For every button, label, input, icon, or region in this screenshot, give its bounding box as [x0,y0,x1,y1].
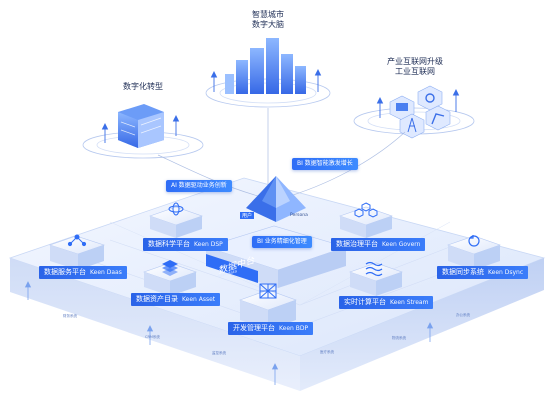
platform-dsync: 数据同步系统 Keen Dsync [437,266,529,279]
platform-govern-cn: 数据治理平台 [336,240,378,248]
platform-stream: 实时计算平台 Keen Stream [339,296,434,309]
layers-icon [162,260,178,276]
persona-tag: Persona [290,213,308,218]
ai-driven-tag: AI 数据驱动业务创新 [166,180,232,192]
platform-daas-en: Keen Daas [90,269,122,276]
sync-icon [468,235,480,247]
edge-label-crm: CRM系统 [145,335,160,339]
stream-block [349,261,403,296]
govern-block [339,202,393,238]
platform-govern-en: Keen Govern [382,241,421,248]
edge-label-logistics: 物流系统 [392,336,406,340]
platform-bdp: 开发管理平台 Keen BDP [228,322,314,335]
industrial-line-1: 产业互联网升级 [387,57,443,66]
grid-icon [259,283,277,299]
daas-block [49,234,105,270]
platform-dsync-en: Keen Dsync [488,269,524,276]
asset-block [143,260,197,296]
center-pyramid [246,176,306,222]
platform-bdp-cn: 开发管理平台 [233,324,275,332]
platform-stream-cn: 实时计算平台 [344,298,386,306]
smart-city-line-2: 数字大脑 [252,20,284,29]
dsync-block [447,235,501,270]
atom-icon [168,202,184,216]
platform-stream-en: Keen Stream [390,299,429,306]
wave-icon [365,261,383,277]
network-icon [67,234,87,247]
edge-label-finance: 财务系统 [63,314,77,318]
bi-refine-tag: BI 业务精细化管理 [252,236,312,248]
user-tag: 用户 [240,212,255,219]
platform-dsync-cn: 数据同步系统 [442,268,484,276]
platform-dsp-cn: 数据科学平台 [148,240,190,248]
digital-transform-label: 数字化转型 [123,82,163,91]
platform-daas: 数据服务平台 Keen Daas [39,266,127,279]
edge-label-office: 办公系统 [456,313,470,317]
hexagon-cluster-icon [354,202,378,218]
factory-cube-icon [389,95,415,121]
dsp-block [149,202,203,238]
smart-city-line-1: 智慧城市 [252,10,284,19]
platform-blocks [49,202,501,330]
tower-cube-icon [399,113,425,139]
edge-label-medical: 医疗系统 [320,350,334,354]
smart-city-label: 智慧城市 数字大脑 [248,10,288,30]
industrial-internet-label: 产业互联网升级 工业互联网 [380,57,450,77]
bdp-block [239,283,297,330]
platform-dsp: 数据科学平台 Keen DSP [143,238,228,251]
industrial-line-2: 工业互联网 [395,67,435,76]
digital-transform-building-icon [101,104,180,148]
gear-cube-icon [417,85,443,111]
platform-govern: 数据治理平台 Keen Govern [331,238,426,251]
platform-bdp-en: Keen BDP [279,325,309,332]
robot-arm-cube-icon [425,105,451,131]
bi-driven-tag: BI 数据智能激发增长 [292,158,358,170]
platform-daas-cn: 数据服务平台 [44,268,86,276]
platform-asset-en: Keen Asset [182,296,216,303]
edge-label-monitor: 监控系统 [212,351,226,355]
platform-asset: 数据资产目录 Keen Asset [131,293,221,306]
industrial-internet-icons [376,85,460,139]
smart-city-buildings-icon [210,38,322,94]
platform-dsp-en: Keen DSP [194,241,223,248]
platform-asset-cn: 数据资产目录 [136,295,178,303]
